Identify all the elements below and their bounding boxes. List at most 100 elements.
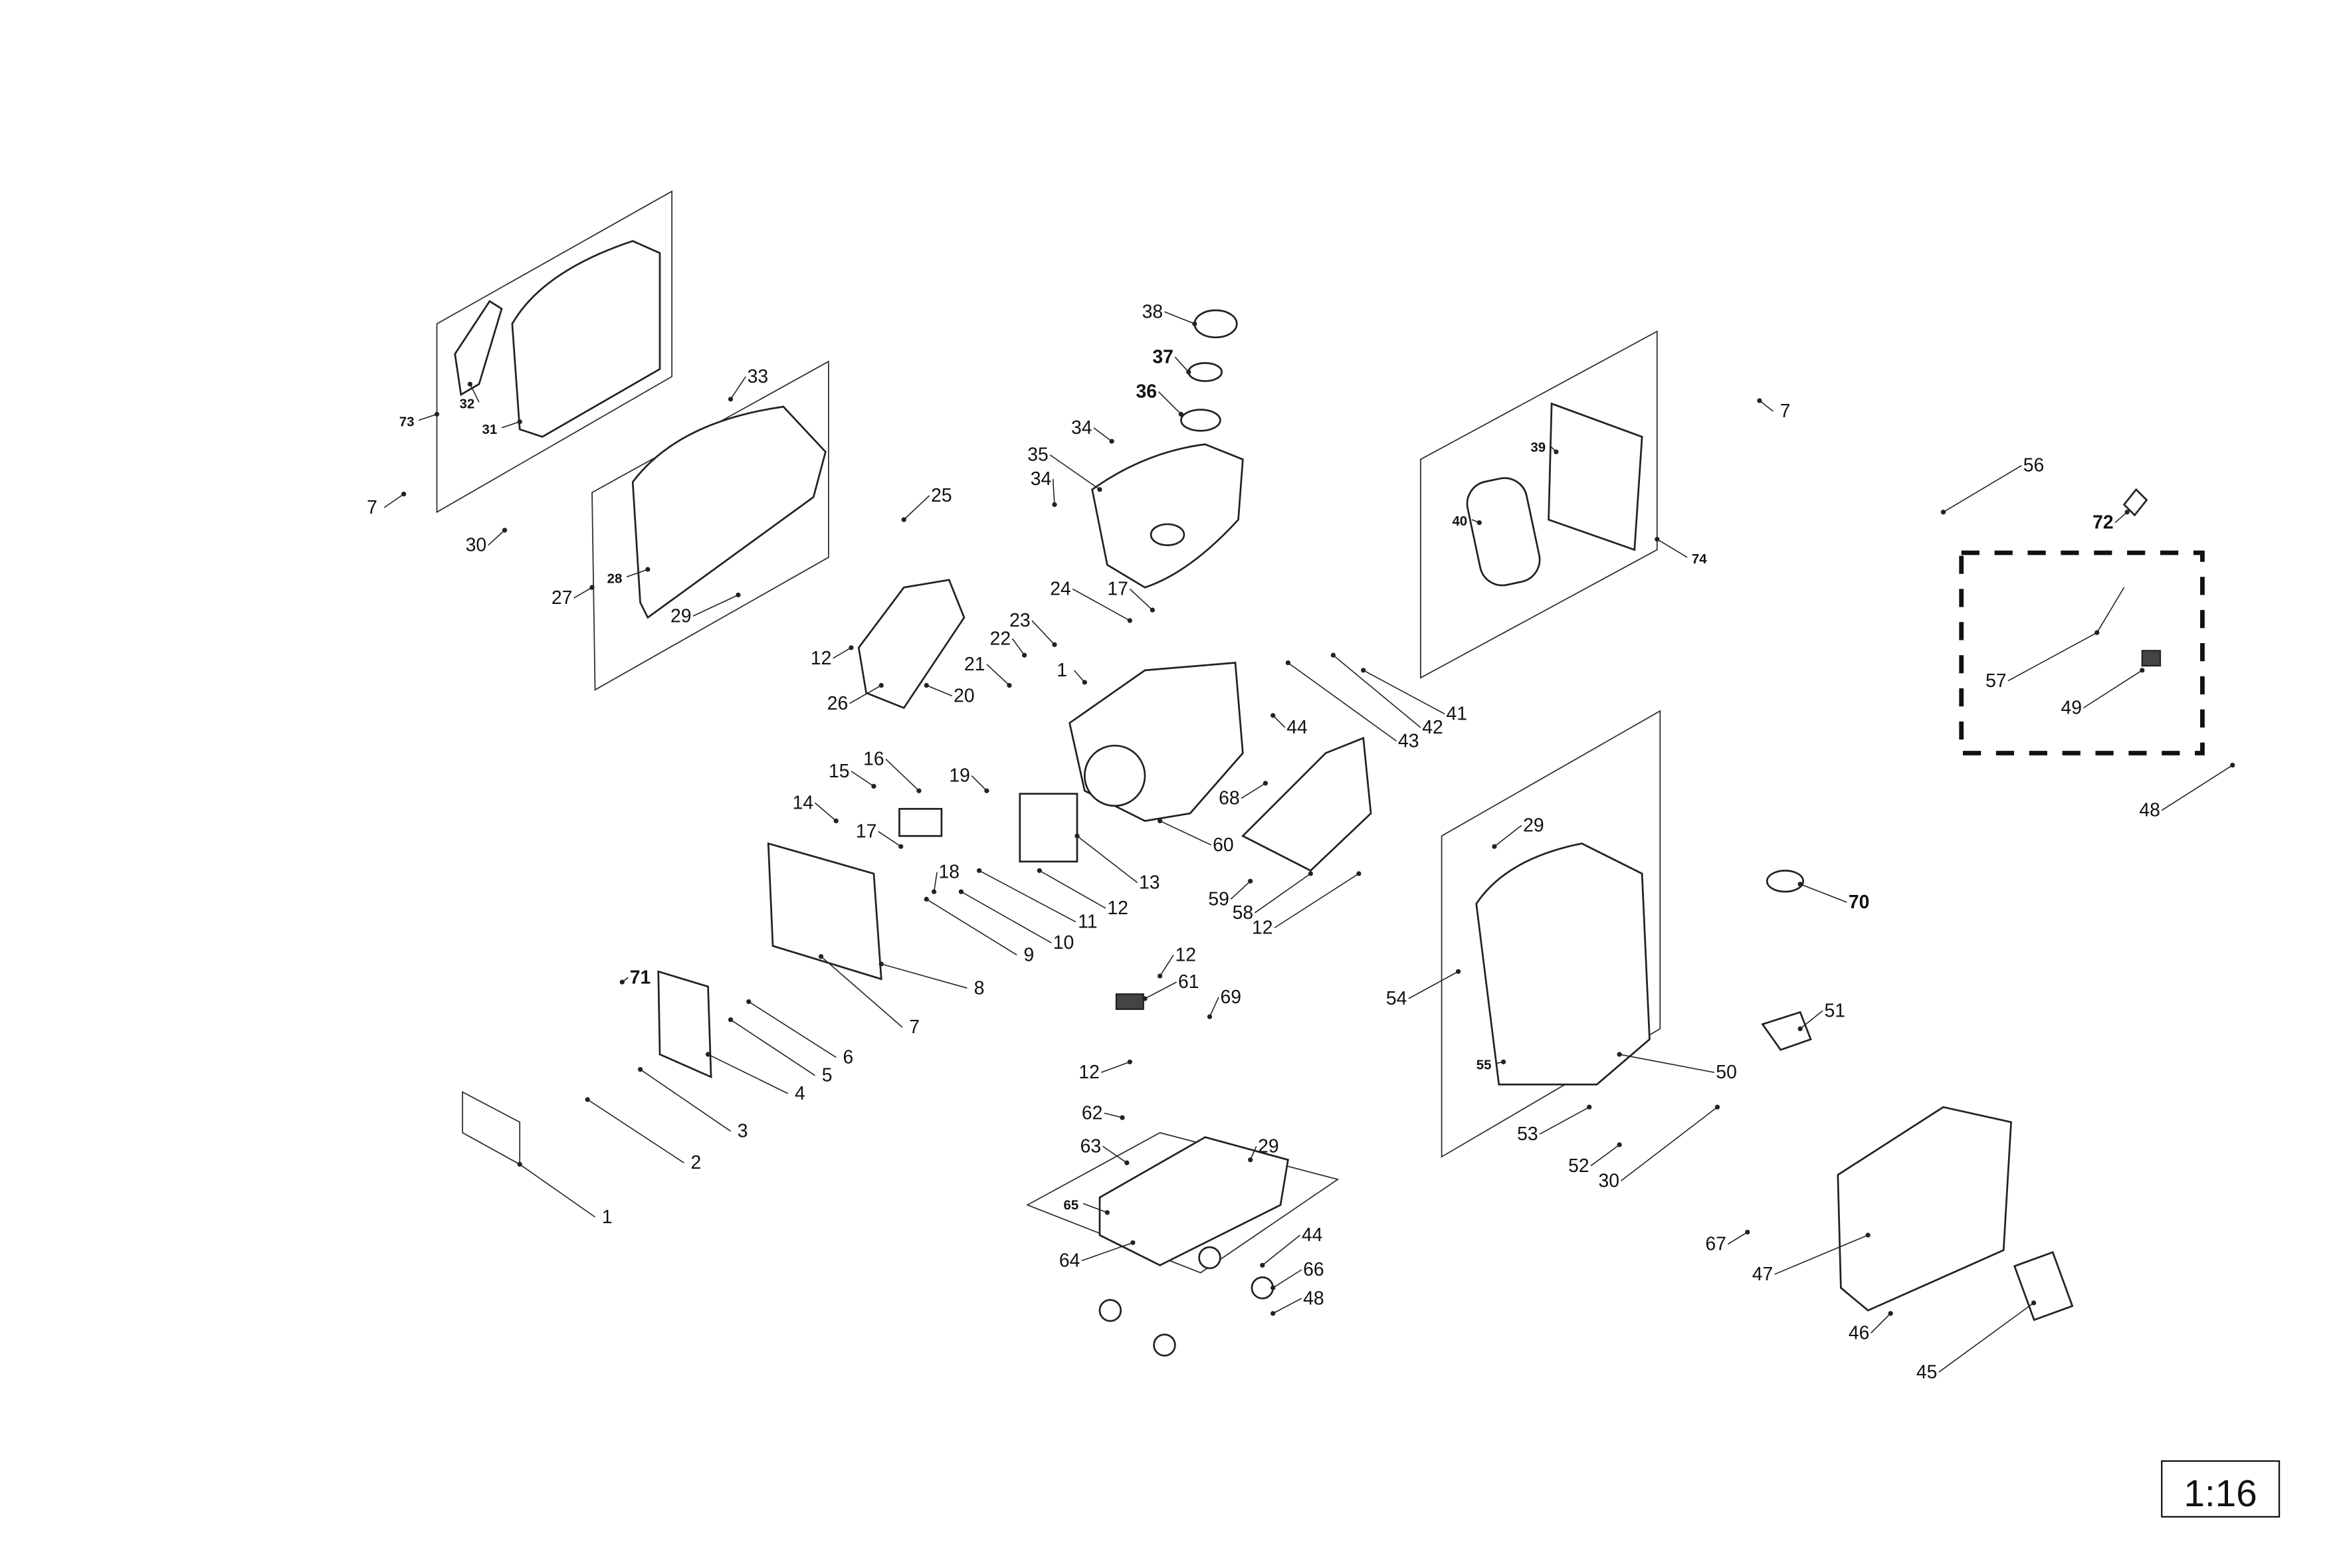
part-number-label: 17 bbox=[856, 821, 877, 842]
part-number-label: 42 bbox=[1422, 717, 1443, 738]
part-number-label: 34 bbox=[1071, 417, 1092, 439]
leader-line bbox=[1073, 670, 1085, 683]
part-number-label: 57 bbox=[1985, 670, 2007, 692]
leader-line bbox=[1249, 1145, 1257, 1160]
fastener-icon bbox=[916, 788, 922, 793]
fastener-icon bbox=[1757, 398, 1762, 403]
part-number-label: 7 bbox=[909, 1017, 920, 1038]
part-number-label: 16 bbox=[863, 749, 884, 770]
fastener-icon bbox=[2140, 668, 2145, 673]
fuel-tank-part bbox=[1091, 443, 1244, 589]
leader-line bbox=[926, 684, 953, 697]
leader-line bbox=[708, 1054, 789, 1094]
part-number-label: 17 bbox=[1107, 578, 1128, 599]
part-number-label: 30 bbox=[1598, 1170, 1619, 1191]
leader-line bbox=[469, 383, 480, 403]
leader-line bbox=[1727, 1231, 1748, 1245]
front-frame-part bbox=[631, 405, 827, 619]
part-number-label: 21 bbox=[964, 654, 985, 675]
part-number-label: 4 bbox=[795, 1083, 805, 1104]
leader-line bbox=[1039, 870, 1106, 909]
fastener-icon bbox=[1308, 871, 1313, 876]
leader-line bbox=[1274, 873, 1360, 929]
fastener-icon bbox=[1127, 618, 1132, 623]
part-number-label: 9 bbox=[1024, 944, 1035, 965]
leader-line bbox=[1164, 311, 1195, 325]
fastener-icon bbox=[434, 411, 440, 417]
leader-line bbox=[1100, 1061, 1130, 1073]
part-number-label: 2 bbox=[691, 1152, 702, 1173]
fastener-icon bbox=[1617, 1052, 1622, 1057]
leader-line bbox=[971, 775, 987, 791]
part-number-label: 48 bbox=[1303, 1288, 1324, 1309]
leader-line bbox=[1230, 880, 1251, 900]
part-number-label: 1 bbox=[1057, 660, 1067, 681]
scale-label: 1:16 bbox=[2184, 1473, 2257, 1515]
fastener-icon bbox=[1356, 871, 1362, 876]
fastener-icon bbox=[589, 585, 595, 590]
foot-part bbox=[1251, 1276, 1274, 1300]
fastener-icon bbox=[585, 1097, 590, 1102]
leader-line bbox=[1774, 1234, 1869, 1275]
part-number-label: 51 bbox=[1825, 1000, 1846, 1021]
leader-line bbox=[1799, 884, 1847, 903]
foot-part bbox=[1153, 1333, 1176, 1357]
leader-line bbox=[2007, 632, 2098, 682]
part-number-label: 53 bbox=[1517, 1124, 1538, 1145]
carburetor-part bbox=[898, 808, 943, 837]
fastener-icon bbox=[728, 397, 734, 402]
fastener-icon bbox=[645, 567, 651, 572]
optional-kit-box bbox=[1959, 550, 2205, 755]
fastener-icon bbox=[1192, 321, 1197, 327]
leader-line bbox=[1104, 1112, 1123, 1118]
end-cover-part bbox=[1837, 1106, 2012, 1312]
panel-front-frame bbox=[591, 360, 829, 691]
fuel-cap-part bbox=[1193, 309, 1238, 339]
fastener-icon bbox=[1158, 973, 1163, 979]
panel-side-cover-left bbox=[436, 190, 673, 514]
leader-line bbox=[640, 1068, 732, 1132]
fastener-icon bbox=[1270, 1311, 1276, 1316]
spark-plug-cap-part bbox=[2122, 488, 2148, 517]
fastener-icon bbox=[1150, 607, 1155, 613]
fastener-icon bbox=[1617, 1142, 1622, 1147]
leader-line bbox=[1031, 620, 1055, 645]
fastener-icon bbox=[898, 844, 904, 849]
side-cover-left-part bbox=[511, 240, 661, 438]
part-number-label: 40 bbox=[1452, 514, 1467, 529]
leader-line bbox=[833, 647, 852, 659]
part-number-label: 26 bbox=[827, 693, 849, 714]
fastener-icon bbox=[1130, 1240, 1136, 1245]
part-number-label: 24 bbox=[1050, 578, 1071, 599]
leader-line bbox=[1093, 427, 1112, 442]
part-number-label: 7 bbox=[367, 497, 377, 518]
part-number-label: 22 bbox=[990, 628, 1011, 649]
fastener-icon bbox=[2230, 763, 2235, 768]
fastener-icon bbox=[637, 1066, 643, 1072]
part-number-label: 12 bbox=[1078, 1062, 1100, 1083]
fastener-icon bbox=[1745, 1229, 1750, 1235]
part-number-label: 12 bbox=[1107, 898, 1128, 919]
leader-line bbox=[1943, 464, 2022, 513]
leader-line bbox=[814, 802, 837, 822]
leader-line bbox=[573, 587, 593, 599]
leader-line bbox=[1657, 538, 1688, 558]
part-number-label: 38 bbox=[1142, 301, 1164, 322]
leader-line bbox=[2114, 512, 2128, 524]
fastener-icon bbox=[1797, 882, 1803, 887]
part-number-label: 29 bbox=[1258, 1135, 1279, 1157]
part-number-label: 31 bbox=[482, 423, 497, 437]
part-number-label: 33 bbox=[748, 366, 769, 387]
part-number-label: 12 bbox=[811, 648, 832, 669]
fastener-icon bbox=[619, 979, 625, 985]
leader-line bbox=[1262, 1234, 1300, 1266]
fastener-icon bbox=[871, 783, 876, 789]
fastener-icon bbox=[984, 788, 989, 793]
air-filter-part bbox=[1019, 793, 1078, 863]
leader-line bbox=[1494, 825, 1522, 847]
fastener-icon bbox=[746, 999, 752, 1005]
fastener-icon bbox=[1074, 833, 1080, 838]
panel-side-cover-right bbox=[1419, 330, 1658, 679]
leader-line bbox=[878, 831, 902, 847]
leader-line bbox=[2161, 764, 2233, 811]
